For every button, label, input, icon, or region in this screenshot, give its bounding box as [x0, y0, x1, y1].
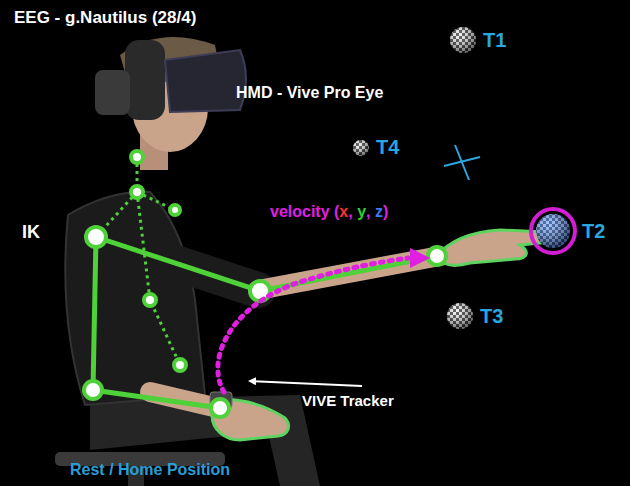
target-label: T1 [483, 29, 506, 52]
target-label: T4 [376, 136, 399, 159]
target-sphere: T4 [350, 136, 399, 159]
target-sphere: T2 [528, 206, 605, 256]
axis-label: y [357, 203, 366, 221]
axis-label: x [339, 203, 348, 221]
velocity-label: ) [383, 203, 388, 221]
head-with-headset [95, 37, 246, 170]
target-sphere: T3 [444, 300, 503, 332]
pointer-arrow [250, 381, 362, 386]
reaching-arm [96, 230, 549, 290]
position-label: Rest / Home Position [70, 461, 230, 479]
tracker-label: VIVE Tracker [302, 392, 394, 409]
target-ball [350, 137, 372, 159]
method-label: IK [22, 222, 40, 243]
velocity-label: , [366, 203, 375, 221]
target-label: T3 [480, 305, 503, 328]
fixation-cross [444, 145, 480, 180]
device-label: HMD - Vive Pro Eye [236, 84, 383, 102]
velocity-trajectory [218, 248, 430, 392]
target-label: T2 [582, 220, 605, 243]
device-label: EEG - g.Nautilus (28/4) [14, 8, 196, 28]
target-ball [447, 24, 479, 56]
target-ball [444, 300, 476, 332]
velocity-label: , [348, 203, 357, 221]
ik-skeleton [84, 151, 446, 417]
target-sphere: T1 [447, 24, 506, 56]
target-ball [528, 206, 578, 256]
axis-label: z [375, 203, 383, 221]
velocity-label: velocity ( [270, 203, 339, 221]
